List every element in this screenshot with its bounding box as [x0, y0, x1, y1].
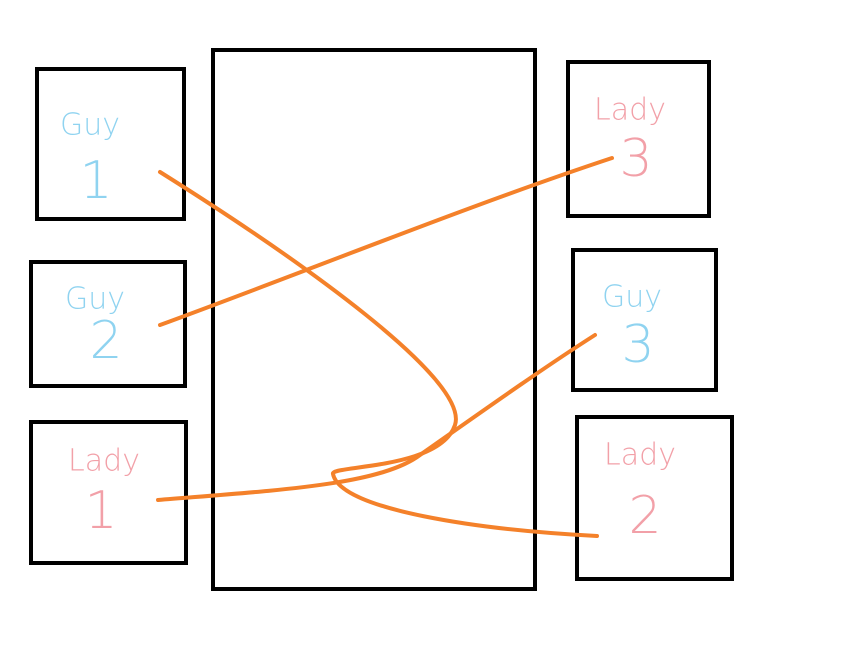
- box-guy3-number: 3: [621, 315, 654, 375]
- box-guy1-frame: [35, 67, 186, 221]
- box-lady2-word: Lady: [604, 438, 676, 473]
- box-lady3: Lady 3: [566, 60, 711, 218]
- box-lady3-frame: [566, 60, 711, 218]
- box-lady1-word: Lady: [68, 444, 140, 479]
- link-guy1-lady2: [158, 170, 599, 538]
- box-guy1: Guy 1: [35, 67, 186, 221]
- box-lady2-number: 2: [628, 486, 661, 546]
- box-guy2-word: Guy: [65, 282, 125, 317]
- box-guy3-frame: [571, 248, 718, 392]
- link-lady1-guy3: [156, 333, 597, 502]
- box-lady2: Lady 2: [575, 415, 734, 581]
- link-guy2-lady3: [158, 156, 614, 327]
- box-lady1-number: 1: [84, 481, 117, 541]
- box-lady1-frame: [29, 420, 188, 565]
- box-lady3-word: Lady: [594, 93, 666, 128]
- box-lady3-number: 3: [619, 129, 652, 189]
- box-guy3-word: Guy: [602, 280, 662, 315]
- box-guy1-word: Guy: [60, 108, 120, 143]
- box-guy2-number: 2: [89, 311, 122, 371]
- box-guy1-number: 1: [79, 151, 112, 211]
- box-lady1: Lady 1: [29, 420, 188, 565]
- box-lady2-frame: [575, 415, 734, 581]
- box-guy3: Guy 3: [571, 248, 718, 392]
